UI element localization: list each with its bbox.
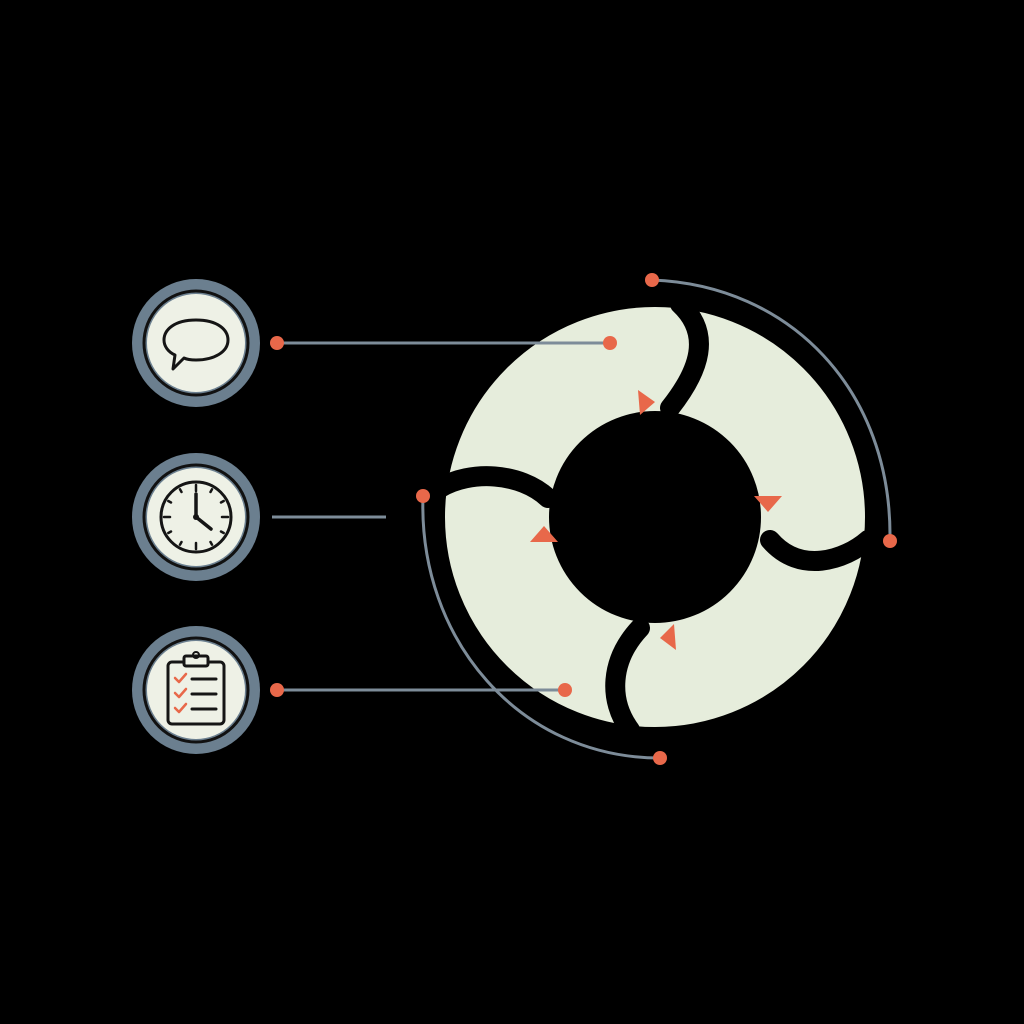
- badge-checklist: [132, 626, 260, 754]
- arc-endpoint: [645, 273, 659, 287]
- arrow-left: [530, 526, 558, 542]
- connector-endpoint: [270, 336, 284, 350]
- arc-endpoint: [653, 751, 667, 765]
- outer-arc-bottom-left: [421, 495, 661, 760]
- badge-outline: [142, 289, 250, 397]
- arrow-top: [638, 390, 655, 415]
- direction-arrows: [530, 390, 782, 650]
- outer-arc-top-right: [651, 278, 892, 541]
- connector-endpoint: [558, 683, 572, 697]
- arc-endpoint: [416, 489, 430, 503]
- ring-body: [445, 307, 865, 727]
- connector-endpoints: [270, 336, 617, 697]
- arrow-right: [754, 496, 782, 512]
- badge-outline: [142, 463, 250, 571]
- ring-separator-right: [760, 530, 878, 571]
- ring-separator-top: [660, 294, 709, 418]
- connector-endpoint: [603, 336, 617, 350]
- ring-separator-left: [430, 466, 558, 508]
- arc-endpoint: [883, 534, 897, 548]
- badge-face: [147, 294, 245, 392]
- clock-icon: [159, 480, 233, 554]
- outer-arc-endpoints: [416, 273, 897, 765]
- badge-face: [147, 641, 245, 739]
- connector-endpoint: [270, 683, 284, 697]
- connector-lines: [272, 341, 610, 692]
- ring-separator-bottom: [605, 618, 650, 740]
- badge-outline: [142, 636, 250, 744]
- speech-bubble-icon: [162, 318, 230, 371]
- badge-clock: [132, 453, 260, 581]
- outer-arcs: [421, 278, 892, 760]
- badge-chat: [132, 279, 260, 407]
- arrow-bottom: [660, 624, 676, 650]
- cycle-ring: [430, 294, 878, 740]
- clipboard-checklist-icon: [166, 651, 226, 726]
